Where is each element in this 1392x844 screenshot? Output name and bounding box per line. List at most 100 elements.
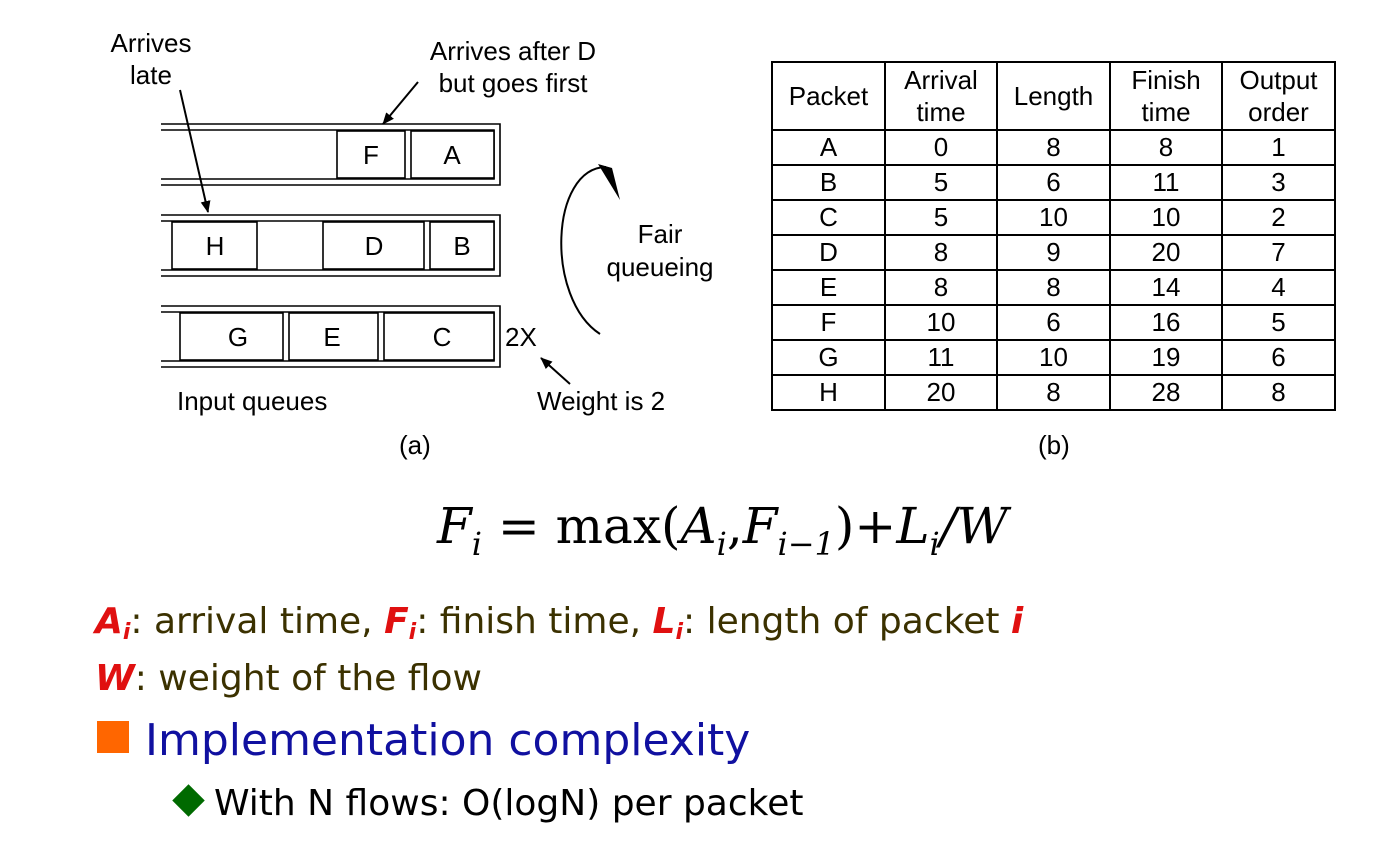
bullet-text: With N flows: O(logN) per packet xyxy=(214,783,804,824)
arrives-after-label: but goes first xyxy=(439,68,589,98)
table-cell: G xyxy=(771,339,886,376)
table-cell: C xyxy=(771,199,886,236)
var-i: i xyxy=(1010,601,1024,642)
table-cell: 28 xyxy=(1109,374,1223,411)
packet-label: A xyxy=(443,140,461,170)
formula-part: = max( xyxy=(481,497,681,555)
table-cell: 8 xyxy=(996,129,1111,166)
table-cell: 8 xyxy=(996,269,1111,306)
square-bullet-icon xyxy=(97,721,129,753)
table-cell: 8 xyxy=(884,234,998,271)
table-cell: 10 xyxy=(1109,199,1223,236)
input-queue-3: G E C xyxy=(161,305,501,368)
definition-line-1: Ai: arrival time, Fi: finish time, Li: l… xyxy=(95,601,1024,645)
packet-label: G xyxy=(228,322,248,352)
arrives-late-label: late xyxy=(130,60,172,90)
var-a: Ai xyxy=(95,601,131,645)
input-queue-1: F A xyxy=(161,123,501,186)
definition-text: : finish time, xyxy=(416,601,653,642)
table-cell: A xyxy=(771,129,886,166)
input-queue-2: H D B xyxy=(161,214,501,277)
weight-arrow xyxy=(540,357,571,385)
table-cell: 20 xyxy=(884,374,998,411)
table-cell: 6 xyxy=(1221,339,1336,376)
table-cell: 3 xyxy=(1221,164,1336,201)
rotation-arrow-icon xyxy=(560,166,607,335)
var-l: Li xyxy=(652,601,684,645)
weight-label: Weight is 2 xyxy=(537,386,665,416)
table-cell: 8 xyxy=(996,374,1111,411)
fair-queueing-label: Fair xyxy=(638,219,683,249)
weight-mark: 2X xyxy=(505,322,537,352)
fair-queueing-diagram: Arrives late Arrives after D but goes fi… xyxy=(111,28,714,416)
packet-h xyxy=(171,221,258,270)
table-cell: 10 xyxy=(996,339,1111,376)
table-cell: 7 xyxy=(1221,234,1336,271)
formula-part: F xyxy=(437,497,472,555)
packet-label: H xyxy=(206,231,225,261)
table-cell: 10 xyxy=(884,304,998,341)
bullet-n-flows: With N flows: O(logN) per packet xyxy=(168,783,803,824)
packet-d xyxy=(322,221,425,270)
table-cell: 9 xyxy=(996,234,1111,271)
arrives-after-label: Arrives after D xyxy=(430,36,596,66)
table-cell: 10 xyxy=(996,199,1111,236)
caption-b: (b) xyxy=(1038,430,1070,460)
finish-time-formula: Fi = max(Ai,Fi−1)+Li/W xyxy=(437,497,1008,560)
table-cell: 11 xyxy=(884,339,998,376)
table-cell: 1 xyxy=(1221,129,1336,166)
packet-b xyxy=(429,221,495,270)
table-cell: 16 xyxy=(1109,304,1223,341)
packet-label: C xyxy=(433,322,452,352)
table-cell: 6 xyxy=(996,304,1111,341)
table-cell: 0 xyxy=(884,129,998,166)
packet-c xyxy=(383,312,495,361)
formula-part: i xyxy=(471,525,482,563)
table-cell: 19 xyxy=(1109,339,1223,376)
definition-line-2: W: weight of the flow xyxy=(95,658,482,699)
packet-f xyxy=(336,130,406,179)
table-cell: 14 xyxy=(1109,269,1223,306)
packet-g xyxy=(179,312,284,361)
table-cell: 20 xyxy=(1109,234,1223,271)
arrives-late-arrow xyxy=(179,89,211,213)
table-cell: H xyxy=(771,374,886,411)
table-cell: 11 xyxy=(1109,164,1223,201)
table-cell: E xyxy=(771,269,886,306)
arrives-after-arrow xyxy=(382,81,419,125)
input-queues-label: Input queues xyxy=(177,386,327,416)
bullet-text: Implementation complexity xyxy=(145,715,751,766)
packet-label: E xyxy=(323,322,340,352)
diamond-bullet-icon xyxy=(172,784,205,817)
table-cell: 5 xyxy=(884,164,998,201)
var-w: W xyxy=(95,658,135,699)
table-cell: 4 xyxy=(1221,269,1336,306)
header-length: Length xyxy=(996,61,1111,131)
rotation-arrow-head-icon xyxy=(598,164,620,200)
table-cell: 5 xyxy=(884,199,998,236)
table-cell: 5 xyxy=(1221,304,1336,341)
packet-e xyxy=(288,312,379,361)
caption-a: (a) xyxy=(399,430,431,460)
table-cell: 6 xyxy=(996,164,1111,201)
header-packet: Packet xyxy=(771,61,886,131)
formula-part: F xyxy=(742,497,778,555)
table-cell: D xyxy=(771,234,886,271)
formula-part: /W xyxy=(939,497,1008,555)
table-cell: F xyxy=(771,304,886,341)
definition-text: : length of packet xyxy=(683,601,1011,642)
packet-label: F xyxy=(363,140,379,170)
arrives-late-label: Arrives xyxy=(111,28,192,58)
